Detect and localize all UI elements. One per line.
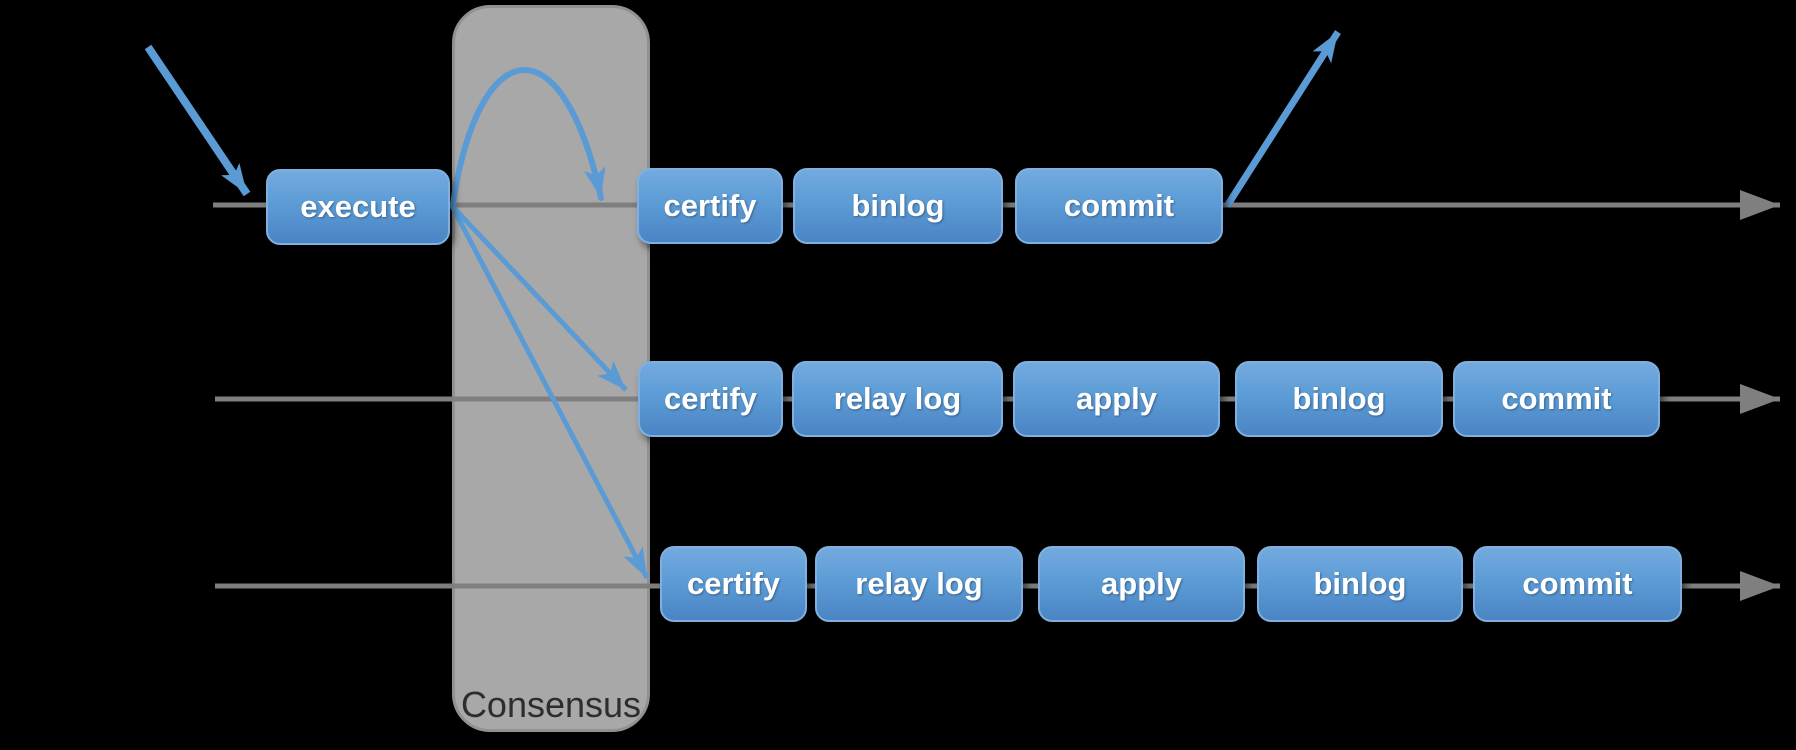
consensus-box [452, 5, 650, 732]
step-box-binlog-secondary2: binlog [1257, 546, 1463, 622]
incoming-request-arrow [144, 44, 251, 197]
step-box-certify-secondary1: certify [638, 361, 783, 437]
step-box-commit-secondary2: commit [1473, 546, 1682, 622]
step-box-relaylog-secondary2: relay log [815, 546, 1023, 622]
step-box-binlog-secondary1: binlog [1235, 361, 1443, 437]
step-box-certify-primary: certify [637, 168, 783, 244]
step-box-apply-secondary2: apply [1038, 546, 1245, 622]
step-box-binlog-primary: binlog [793, 168, 1003, 244]
step-box-certify-secondary2: certify [660, 546, 807, 622]
response-arrow [1224, 30, 1341, 208]
step-box-execute: execute [266, 169, 450, 245]
step-box-commit-primary: commit [1015, 168, 1223, 244]
step-box-apply-secondary1: apply [1013, 361, 1220, 437]
consensus-label: Consensus [460, 684, 642, 725]
step-box-relaylog-secondary1: relay log [792, 361, 1003, 437]
step-box-commit-secondary1: commit [1453, 361, 1660, 437]
